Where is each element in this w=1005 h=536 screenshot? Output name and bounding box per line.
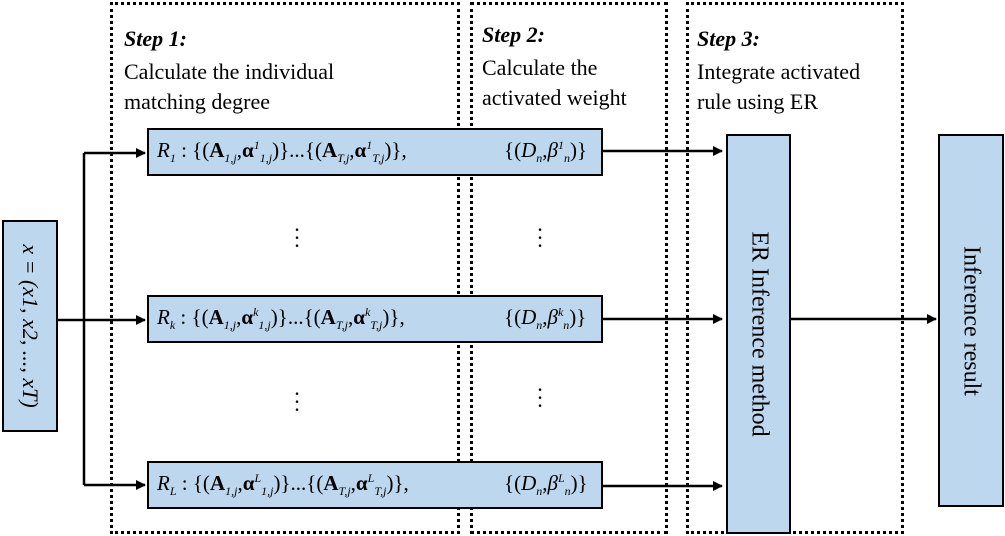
ellipsis-step2-upper: ··· — [536, 217, 544, 258]
step1-title: Step 1: — [124, 26, 187, 51]
rule-L-consequent: {(Dn,βLn)} — [504, 471, 588, 499]
er-inference-label: ER Inference method — [746, 231, 772, 437]
rule-k-antecedent: Rk : {(A1,j,αk1,j)}...{(AT,j,αkT,j)}, — [157, 305, 405, 333]
input-label: x = (x1, x2, ..., xT) — [18, 244, 43, 408]
er-inference-box: ER Inference method — [726, 134, 791, 534]
rule-box-1: R1 : {(A1,j,α11,j)}...{(AT,j,α1T,j)}, {(… — [147, 128, 603, 176]
step2-box — [470, 2, 668, 534]
rule-L-antecedent: RL : {(A1,j,αL1,j)}...{(AT,j,αLT,j)}, — [157, 471, 409, 499]
step1-desc-line2: matching degree — [124, 89, 270, 114]
rule-1-antecedent: R1 : {(A1,j,α11,j)}...{(AT,j,α1T,j)}, — [157, 138, 407, 166]
input-box: x = (x1, x2, ..., xT) — [2, 220, 58, 432]
step3-desc-line2: rule using ER — [697, 89, 818, 114]
rule-box-k: Rk : {(A1,j,αk1,j)}...{(AT,j,αkT,j)}, {(… — [147, 295, 603, 343]
step2-title: Step 2: — [482, 22, 545, 47]
step1-desc-line1: Calculate the individual — [124, 59, 335, 84]
rule-box-L: RL : {(A1,j,αL1,j)}...{(AT,j,αLT,j)}, {(… — [147, 461, 603, 509]
step2-desc-line1: Calculate the — [482, 55, 598, 80]
rule-k-consequent: {(Dn,βkn)} — [504, 305, 587, 333]
output-box: Inference result — [938, 134, 1004, 507]
rule-k-index: k — [169, 318, 176, 333]
rule-L-index: L — [169, 484, 177, 499]
rule-1-index: 1 — [169, 151, 176, 166]
step3-box — [686, 2, 904, 534]
ellipsis-step2-lower: ··· — [536, 377, 544, 418]
step3-title: Step 3: — [697, 26, 760, 51]
step1-box — [110, 2, 460, 534]
output-label: Inference result — [958, 245, 985, 396]
rule-1-consequent: {(Dn,β1n)} — [504, 138, 588, 166]
step3-desc-line1: Integrate activated — [697, 59, 861, 84]
ellipsis-step1-upper: ··· — [293, 217, 301, 258]
ellipsis-step1-lower: ··· — [293, 381, 301, 422]
step2-desc-line2: activated weight — [482, 85, 627, 110]
